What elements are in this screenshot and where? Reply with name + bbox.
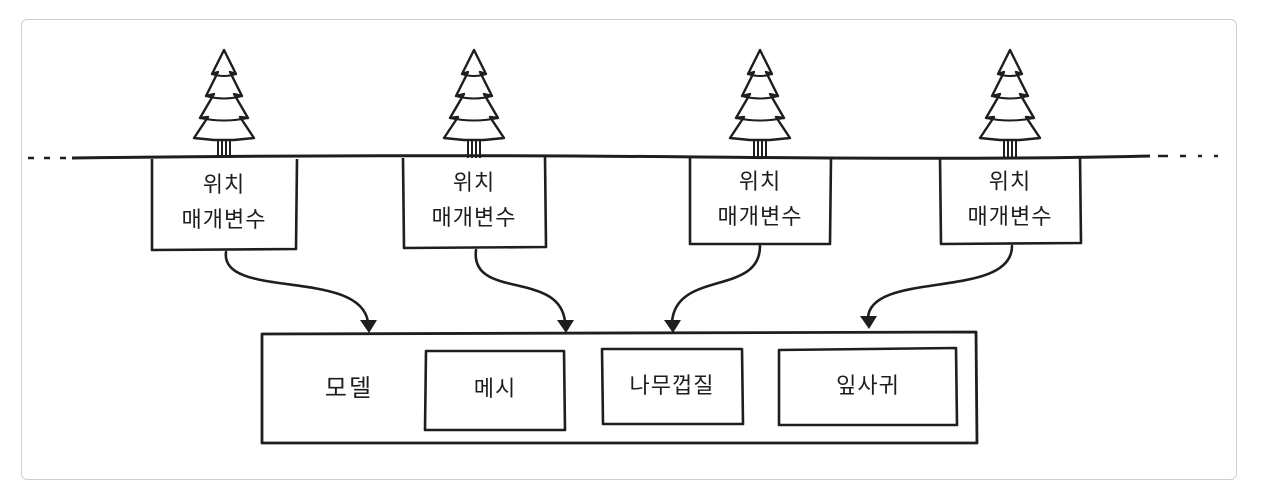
instance-label-line2: 매개변수 [432, 206, 517, 231]
instance-label-line1: 위치 [739, 170, 781, 195]
instance-label-line2: 매개변수 [182, 208, 267, 233]
instance-box: 위치 매개변수 [688, 156, 833, 246]
instance-label-line2: 매개변수 [968, 205, 1053, 230]
tree-icon [978, 48, 1042, 160]
model-box: 모델 메시 나무껍질 잎사귀 [260, 330, 979, 445]
model-part-box [600, 347, 745, 426]
instance-label-line1: 위치 [453, 171, 495, 196]
arrow-connector [670, 244, 762, 324]
instance-label-line2: 매개변수 [718, 205, 803, 230]
model-part-label: 메시 [474, 377, 516, 402]
model-part-label: 나무껍질 [630, 374, 715, 399]
instance-label-line1: 위치 [203, 173, 245, 198]
arrowhead-icon [664, 320, 681, 333]
instance-label-line1: 위치 [989, 170, 1031, 195]
model-part-box [423, 349, 567, 432]
tree-icon [442, 48, 506, 160]
instance-box: 위치 매개변수 [150, 158, 299, 252]
model-label: 모델 [325, 374, 373, 402]
instance-box: 위치 매개변수 [401, 156, 548, 250]
arrow-connector [866, 244, 1014, 320]
arrow-connector [224, 250, 370, 324]
arrowhead-icon [360, 320, 377, 333]
arrowhead-icon [860, 316, 877, 329]
model-part-box [777, 346, 959, 427]
arrow-connector [474, 248, 567, 324]
tree-icon [192, 48, 256, 160]
tree-icon [728, 48, 792, 160]
model-part-label: 잎사귀 [836, 374, 900, 399]
instance-box: 위치 매개변수 [938, 155, 1083, 246]
ground-line [28, 154, 1218, 160]
arrowhead-icon [557, 320, 574, 333]
